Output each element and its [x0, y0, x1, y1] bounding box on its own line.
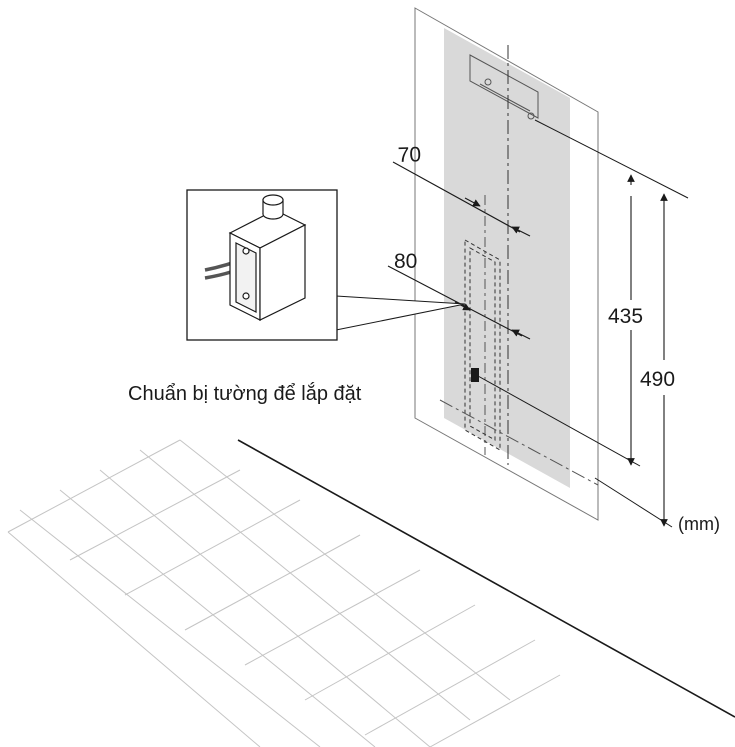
- extension-lines: [477, 119, 689, 528]
- unit-label: (mm): [678, 514, 720, 534]
- caption: Chuẩn bị tường để lắp đặt: [128, 382, 362, 405]
- wall-floor-edge: [237, 439, 735, 718]
- electrical-box-icon: [204, 194, 307, 321]
- floor-grid: [7, 439, 561, 747]
- dimension-70: [392, 161, 531, 237]
- bracket-outline: [469, 54, 539, 120]
- dimension-80-label: 80: [394, 250, 417, 273]
- dimension-490-label: 490: [640, 368, 675, 391]
- lower-center-line: [439, 399, 599, 486]
- cable-entry-box: [471, 368, 479, 382]
- template-shaded-area: [444, 28, 570, 488]
- dimension-70-label: 70: [397, 143, 421, 167]
- dimension-435-label: 435: [608, 305, 643, 328]
- cable-hole-outline: [464, 239, 501, 451]
